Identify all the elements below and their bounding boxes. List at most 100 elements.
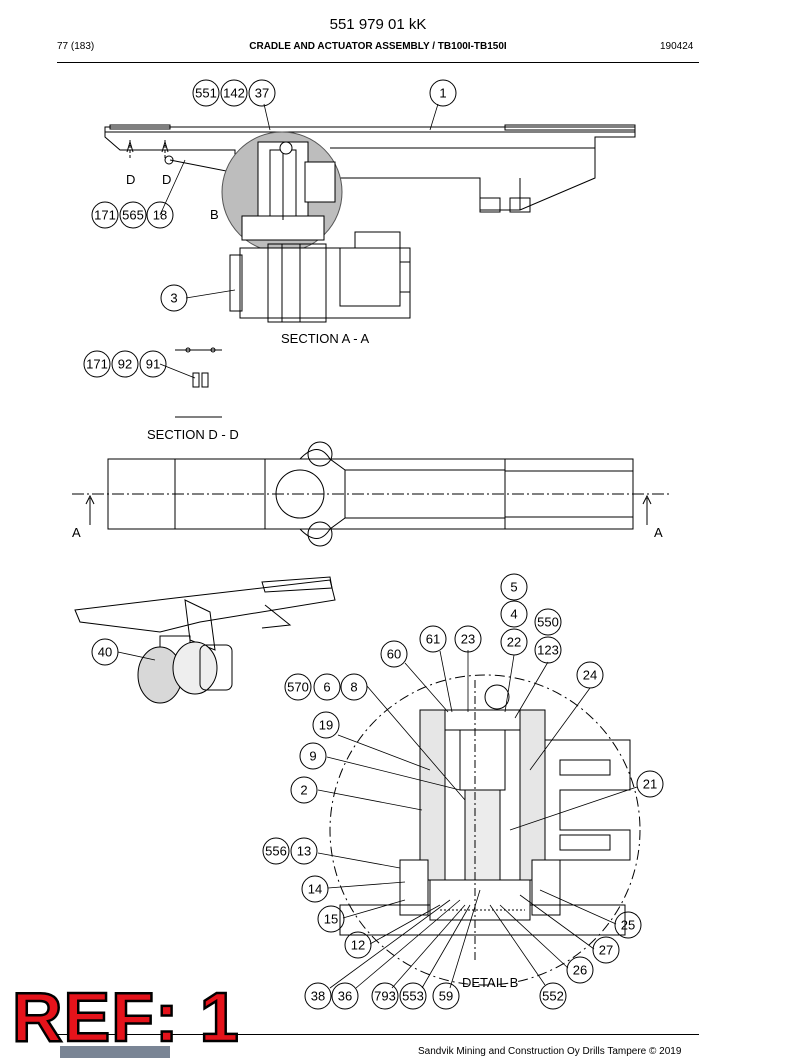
balloon <box>340 673 368 701</box>
isometric-view <box>74 576 336 704</box>
balloon <box>111 350 139 378</box>
view-labels: SECTION A - A SECTION D - D DETAIL B A A… <box>72 172 663 990</box>
balloon <box>301 875 329 903</box>
balloon <box>220 79 248 107</box>
balloon <box>192 79 220 107</box>
balloon <box>262 837 290 865</box>
cut-d-label: D <box>126 172 135 187</box>
cut-a-left-label: A <box>72 525 81 540</box>
balloon <box>454 625 482 653</box>
callout-label: 8 <box>350 680 357 695</box>
balloon <box>312 711 340 739</box>
section-dd-label: SECTION D - D <box>147 427 239 442</box>
callout-label: 12 <box>351 938 365 953</box>
callout-label: 15 <box>324 912 338 927</box>
callout-label: 570 <box>287 680 309 695</box>
section-dd-view <box>175 347 222 418</box>
balloon <box>91 638 119 666</box>
balloon <box>534 636 562 664</box>
cut-d-label: D <box>162 172 171 187</box>
balloon <box>636 770 664 798</box>
balloon <box>304 982 332 1010</box>
callout-label: 5 <box>510 580 517 595</box>
leader-lines <box>117 103 638 989</box>
balloon <box>500 573 528 601</box>
cut-a-right-label: A <box>654 525 663 540</box>
callout-label: 37 <box>255 86 269 101</box>
callout-label: 14 <box>308 882 322 897</box>
callout-label: 40 <box>98 645 112 660</box>
balloon <box>576 661 604 689</box>
callout-label: 551 <box>195 86 217 101</box>
page-number: 77 (183) <box>57 41 95 52</box>
callout-label: 553 <box>402 989 424 1004</box>
callout-label: 24 <box>583 668 597 683</box>
balloon <box>91 201 119 229</box>
balloon <box>500 628 528 656</box>
callout-numbers: 551 142 37 1 171 565 18 3 171 92 91 40 5… <box>86 86 657 1004</box>
callout-label: 92 <box>118 357 132 372</box>
balloon <box>380 640 408 668</box>
callout-label: 22 <box>507 635 521 650</box>
cradle-top-view <box>72 441 670 547</box>
balloon <box>290 776 318 804</box>
header-rule <box>57 62 699 63</box>
balloon <box>566 956 594 984</box>
balloon <box>146 201 174 229</box>
balloon <box>592 936 620 964</box>
document-code: 551 979 01 kK <box>329 16 427 33</box>
callout-label: 9 <box>309 749 316 764</box>
cradle-side-view <box>104 124 636 213</box>
balloon <box>344 931 372 959</box>
callout-label: 142 <box>223 86 245 101</box>
detail-b-label: DETAIL B <box>462 975 518 990</box>
callout-label: 13 <box>297 844 311 859</box>
callout-label: 550 <box>537 615 559 630</box>
callout-label: 21 <box>643 777 657 792</box>
balloon <box>534 608 562 636</box>
callout-balloons <box>83 79 664 1010</box>
balloon <box>539 982 567 1010</box>
footer-copyright: Sandvik Mining and Construction Oy Drill… <box>418 1046 682 1057</box>
balloon <box>290 837 318 865</box>
callout-label: 171 <box>86 357 108 372</box>
balloon <box>429 79 457 107</box>
callout-label: 3 <box>170 291 177 306</box>
actuator-cylinder-small <box>241 141 336 241</box>
balloon <box>248 79 276 107</box>
callout-label: 171 <box>94 208 116 223</box>
detail-b-view <box>329 674 641 986</box>
callout-label: 60 <box>387 647 401 662</box>
callout-label: 38 <box>311 989 325 1004</box>
page-title: CRADLE AND ACTUATOR ASSEMBLY / TB100I-TB… <box>249 41 507 52</box>
callout-label: 19 <box>319 718 333 733</box>
balloon <box>317 905 345 933</box>
callout-label: 6 <box>323 680 330 695</box>
balloon <box>299 742 327 770</box>
callout-label: 4 <box>510 607 517 622</box>
callout-label: 18 <box>153 208 167 223</box>
balloon <box>284 673 312 701</box>
callout-label: 36 <box>338 989 352 1004</box>
callout-label: 793 <box>374 989 396 1004</box>
callout-label: 91 <box>146 357 160 372</box>
balloon <box>119 201 147 229</box>
balloon <box>432 982 460 1010</box>
footer-rule <box>57 1034 699 1035</box>
balloon <box>160 284 188 312</box>
ref-stamp: REF: 1 <box>11 978 240 1056</box>
balloon <box>614 911 642 939</box>
callout-label: 1 <box>439 86 446 101</box>
callout-label: 23 <box>461 632 475 647</box>
callout-label: 123 <box>537 643 559 658</box>
document-date: 190424 <box>660 41 694 52</box>
callout-label: 26 <box>573 963 587 978</box>
callout-label: 27 <box>599 943 613 958</box>
callout-label: 552 <box>542 989 564 1004</box>
callout-label: 556 <box>265 844 287 859</box>
balloon <box>419 625 447 653</box>
balloon <box>371 982 399 1010</box>
balloon <box>139 350 167 378</box>
callout-label: 565 <box>122 208 144 223</box>
